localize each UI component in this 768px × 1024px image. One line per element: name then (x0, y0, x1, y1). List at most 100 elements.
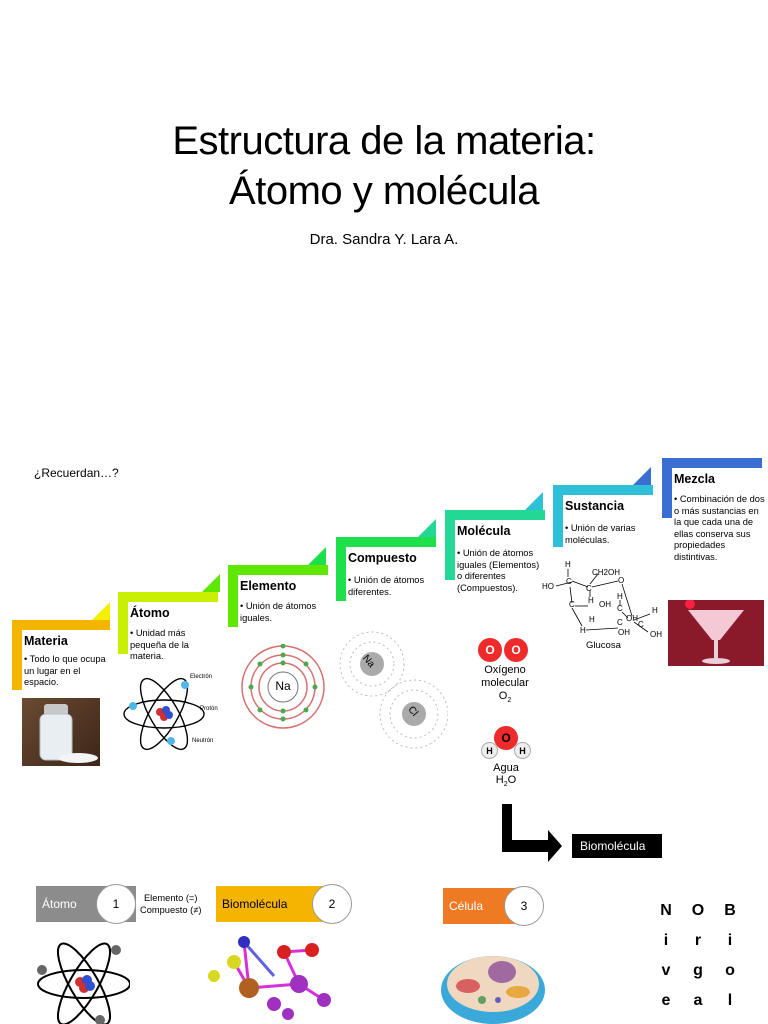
glucose-atom: H (565, 560, 571, 569)
water-hydrogen-atom: H (514, 742, 531, 759)
step-elemento: Elemento Unión de átomos iguales. (228, 547, 328, 645)
biomolecule-image (204, 932, 334, 1024)
glucose-atom: C (569, 600, 575, 609)
water-formula-sub: 2 (503, 781, 508, 789)
content-slide: ¿Recuerdan…? Materia Todo lo que ocupa u… (0, 432, 768, 1024)
glucose-atom: OH (599, 600, 611, 609)
vertical-word-biologico: B i o l (720, 896, 740, 1016)
proton-label: Protón (200, 706, 218, 712)
letter: r (694, 932, 702, 949)
author: Dra. Sandra Y. Lara A. (309, 231, 459, 248)
step-text: Todo lo que ocupa un lugar en el espacio… (24, 654, 108, 689)
step-head: Compuesto (348, 551, 417, 565)
sodium-chloride-diagram: Na Cl (338, 628, 449, 752)
neutron-label: Neutrón (192, 738, 214, 744)
glucose-label: Glucosa (586, 640, 621, 651)
atom-diagram: Electrón Protón Neutrón (120, 664, 220, 764)
step-molecula: Molécula Unión de átomos iguales (Elemen… (445, 492, 547, 610)
water-oxygen-atom: O (494, 726, 518, 750)
glucose-atom: C (638, 620, 644, 629)
intro-text: ¿Recuerdan…? (34, 466, 119, 480)
water-molecule: O H H Agua H2O (478, 724, 538, 788)
level-label: Célula (449, 899, 484, 913)
glucose-atom: OH (618, 628, 630, 637)
step-head: Átomo (130, 606, 170, 620)
step-text: Combinación de dos o más sustancias en l… (674, 494, 766, 563)
step-head: Materia (24, 634, 68, 648)
oxygen-formula: O (498, 690, 508, 702)
glucose-structure: H C CH2OH O HO C H C OH H C OH H C H OH … (542, 560, 662, 652)
glucose-atom: O (618, 576, 625, 585)
oxygen-molecule: O O Oxígeno molecular O2 (470, 636, 546, 706)
cell-image (438, 934, 548, 1024)
salt-shaker-image (22, 698, 100, 766)
element-note: Elemento (=) (143, 893, 198, 903)
element-compound-note: Elemento (=) Compuesto (≠) (140, 892, 201, 916)
sodium-element-diagram: Na (240, 643, 326, 730)
level-number: 1 (96, 884, 136, 924)
letter: a (693, 992, 703, 1009)
level-number: 3 (504, 886, 544, 926)
letter: B (724, 902, 736, 919)
level-number: 2 (312, 884, 352, 924)
step-head: Sustancia (565, 499, 625, 513)
step-materia: Materia Todo lo que ocupa un lugar en el… (12, 602, 112, 700)
letter: i (727, 932, 733, 949)
letter: N (660, 902, 672, 919)
glucose-atom: C (566, 577, 572, 586)
title-slide: Estructura de la materia: Átomo y molécu… (0, 0, 768, 432)
page-title: Estructura de la materia: Átomo y molécu… (0, 116, 768, 216)
letter: i (663, 932, 669, 949)
oxygen-label: Oxígeno (484, 664, 526, 676)
level-biomolecula-pill: Biomolécula (216, 886, 326, 922)
glucose-atom: C (617, 604, 623, 613)
na-symbol: Na (275, 679, 291, 693)
biomolecula-box: Biomolécula (572, 834, 662, 858)
electron-label: Electrón (190, 674, 213, 680)
step-atomo: Átomo Unidad más pequeña de la materia. (118, 574, 220, 672)
water-label: Agua (493, 762, 519, 774)
title-line-2: Átomo y molécula (229, 169, 539, 213)
arrow-icon (502, 804, 562, 862)
step-head: Mezcla (674, 472, 715, 486)
step-sustancia: Sustancia Unión de varias moléculas. (553, 467, 655, 565)
vertical-word-nivel: N i v e (656, 896, 676, 1016)
glucose-atom: OH (626, 614, 638, 623)
step-text: Unión de varias moléculas. (565, 523, 651, 546)
step-head: Molécula (457, 524, 511, 538)
water-hydrogen-atom: H (481, 742, 498, 759)
water-formula: O (507, 774, 517, 786)
step-text: Unión de átomos diferentes. (348, 575, 434, 598)
oxygen-label: molecular (481, 677, 529, 689)
atom-image (30, 940, 131, 1024)
compound-note: Compuesto (≠) (140, 905, 202, 915)
glucose-atom: H (589, 615, 595, 624)
oxygen-atom: O (504, 638, 528, 662)
step-mezcla: Mezcla Combinación de dos o más sustanci… (662, 458, 766, 608)
glucose-atom: H (580, 626, 586, 635)
level-label: Átomo (42, 897, 77, 911)
glucose-atom: C (617, 618, 623, 627)
glucose-atom: OH (650, 630, 662, 639)
letter: O (691, 902, 705, 919)
title-line-1: Estructura de la materia: (172, 119, 596, 163)
oxygen-formula-sub: 2 (507, 697, 512, 705)
letter: l (727, 992, 733, 1009)
step-text: Unión de átomos iguales. (240, 601, 326, 624)
step-compuesto: Compuesto Unión de átomos diferentes. (336, 519, 438, 617)
letter: e (661, 992, 671, 1009)
glucose-atom: CH2OH (592, 568, 621, 577)
water-formula: H (495, 774, 504, 786)
cocktail-image (668, 599, 764, 666)
letter: v (661, 962, 671, 979)
glucose-atom: H (652, 606, 658, 615)
glucose-atom: H (617, 592, 623, 601)
letter: g (693, 962, 703, 979)
glucose-atom: C (586, 584, 592, 593)
glucose-atom: H (588, 596, 594, 605)
step-head: Elemento (240, 579, 297, 593)
oxygen-atom: O (478, 638, 502, 662)
letter: o (725, 962, 735, 979)
glucose-atom: HO (542, 582, 554, 591)
step-text: Unión de átomos iguales (Elementos) o di… (457, 548, 541, 594)
